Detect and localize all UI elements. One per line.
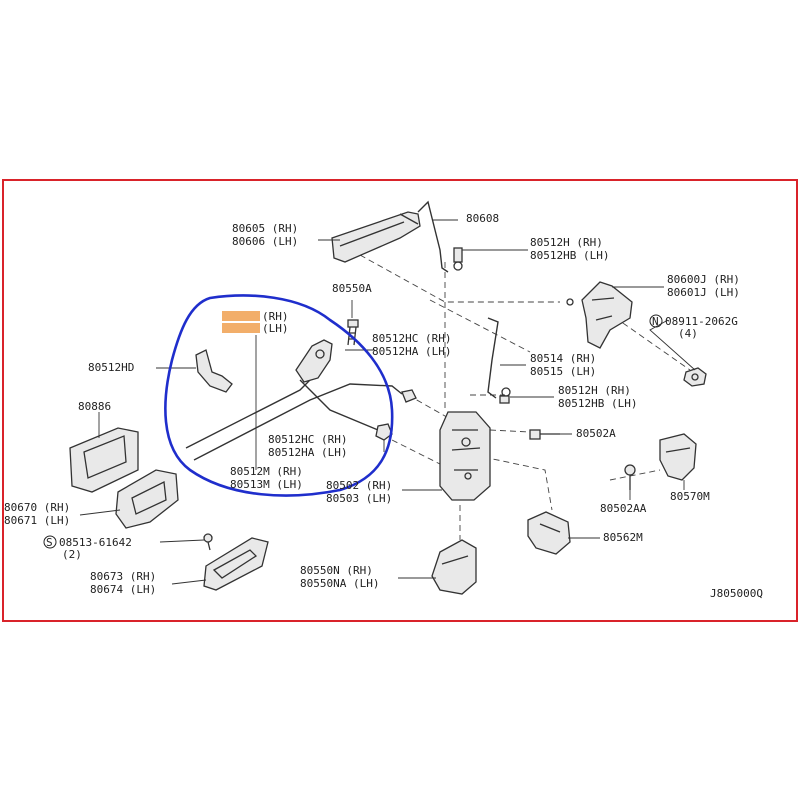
label-80550NA: 80550NA (LH) bbox=[300, 577, 379, 590]
clip-80512HC-upper bbox=[401, 389, 417, 403]
dashed-assembly-lines bbox=[359, 254, 691, 540]
clip-80512H-2 bbox=[499, 387, 511, 404]
leader-lines bbox=[79, 219, 696, 585]
escutcheon-80673 bbox=[203, 537, 269, 591]
label-80600J: 80600J (RH) bbox=[667, 273, 740, 286]
bracket-80600J bbox=[566, 281, 633, 349]
diagram-code: J805000Q bbox=[710, 587, 763, 600]
protector-80886 bbox=[69, 427, 139, 493]
label-80512HB-2: 80512HB (LH) bbox=[558, 397, 637, 410]
label-80671: 80671 (LH) bbox=[4, 514, 70, 527]
label-hl-rh: (RH) bbox=[262, 310, 289, 323]
nut-08911 bbox=[683, 367, 707, 387]
part-labels: 80605 (RH) 80606 (LH) 80608 80512H (RH) … bbox=[4, 212, 763, 600]
label-80502A: 80502A bbox=[576, 427, 616, 440]
clip-80512HC-lower bbox=[375, 423, 393, 441]
cable-bracket bbox=[295, 339, 333, 383]
label-08513: 08513-61642 bbox=[59, 536, 132, 549]
label-80502: 80502 (RH) bbox=[326, 479, 392, 492]
label-80608: 80608 bbox=[466, 212, 499, 225]
screw-80502AA bbox=[624, 464, 636, 490]
label-80512M: 80512M (RH) bbox=[230, 465, 303, 478]
label-80513M: 80513M (LH) bbox=[230, 478, 303, 491]
label-80514: 80514 (RH) bbox=[530, 352, 596, 365]
bolt-80550A bbox=[347, 319, 359, 346]
diagram-frame bbox=[2, 179, 798, 622]
label-08911: 08911-2062G bbox=[665, 315, 738, 328]
striker-80570M bbox=[659, 433, 697, 481]
label-80503: 80503 (LH) bbox=[326, 492, 392, 505]
label-80512HA-lower: 80512HA (LH) bbox=[268, 446, 347, 459]
circle-n-letter: N bbox=[652, 315, 659, 328]
highlight-mark-rh bbox=[222, 311, 260, 321]
label-80550N: 80550N (RH) bbox=[300, 564, 373, 577]
circle-n-marker bbox=[649, 314, 663, 328]
highlight-mark-lh bbox=[222, 323, 260, 333]
label-80886: 80886 bbox=[78, 400, 111, 413]
label-hl-lh: (LH) bbox=[262, 322, 289, 335]
label-80512HA-upper: 80512HA (LH) bbox=[372, 345, 451, 358]
annotation-circle bbox=[164, 294, 394, 497]
label-08911-qty: (4) bbox=[678, 327, 698, 340]
label-80670: 80670 (RH) bbox=[4, 501, 70, 514]
label-80673: 80673 (RH) bbox=[90, 570, 156, 583]
rod-80608 bbox=[417, 200, 449, 273]
label-80512H-2: 80512H (RH) bbox=[558, 384, 631, 397]
clip-80512H-top bbox=[453, 247, 463, 271]
label-80512HD: 80512HD bbox=[88, 361, 134, 374]
clip-80512HD bbox=[195, 349, 233, 393]
label-80512H-top: 80512H (RH) bbox=[530, 236, 603, 249]
label-80562M: 80562M bbox=[603, 531, 643, 544]
remote-control-80562M bbox=[527, 511, 571, 555]
circle-s-marker bbox=[43, 535, 57, 549]
label-80515: 80515 (LH) bbox=[530, 365, 596, 378]
label-80550A: 80550A bbox=[332, 282, 372, 295]
label-80674: 80674 (LH) bbox=[90, 583, 156, 596]
rod-80514 bbox=[487, 317, 499, 399]
circle-s-letter: S bbox=[46, 536, 53, 549]
label-80512HC-lower: 80512HC (RH) bbox=[268, 433, 347, 446]
label-80601J: 80601J (LH) bbox=[667, 286, 740, 299]
label-80605: 80605 (RH) bbox=[232, 222, 298, 235]
label-80606: 80606 (LH) bbox=[232, 235, 298, 248]
label-80502AA: 80502AA bbox=[600, 502, 647, 515]
outside-handle-part bbox=[331, 211, 421, 263]
label-80570M: 80570M bbox=[670, 490, 710, 503]
door-lock-80502 bbox=[439, 411, 491, 501]
label-80512HC-upper: 80512HC (RH) bbox=[372, 332, 451, 345]
label-80512HB-top: 80512HB (LH) bbox=[530, 249, 609, 262]
inside-handle-80670 bbox=[115, 469, 179, 529]
screw-08513 bbox=[203, 533, 213, 551]
label-08513-qty: (2) bbox=[62, 548, 82, 561]
